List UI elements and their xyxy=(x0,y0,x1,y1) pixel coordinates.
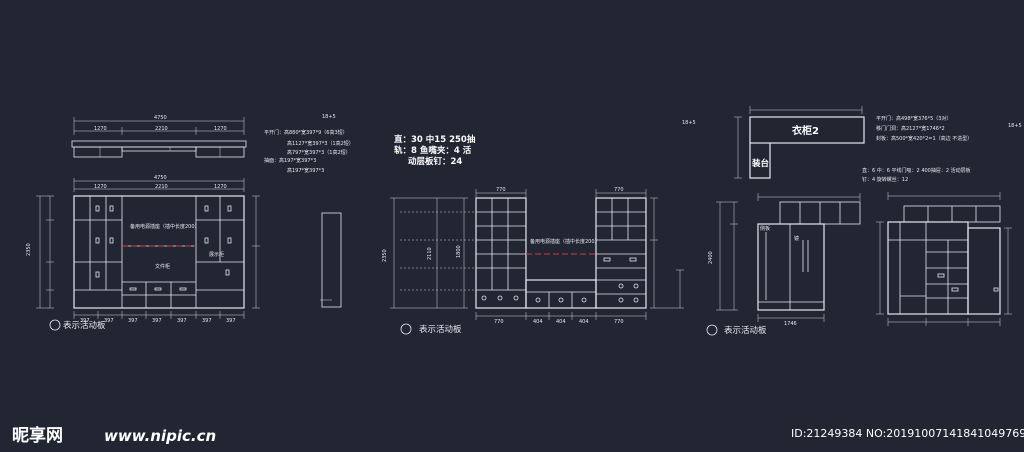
right-note-3: 封板：高500*宽420*2=1（高边 不造型） xyxy=(876,135,972,142)
svg-text:1270: 1270 xyxy=(214,126,227,132)
right-legend: 表示活动板 xyxy=(706,324,767,336)
middle-note-3: 动层板钉：24 xyxy=(408,156,462,167)
middle-cabinet-drawing: 770 770 备用电源插座（插中长度200） xyxy=(382,187,684,325)
svg-text:404: 404 xyxy=(579,319,589,325)
left-note-1: 平开门：高880*宽397*9（6高3短） xyxy=(264,129,348,136)
svg-text:2350: 2350 xyxy=(382,249,388,262)
svg-text:1746: 1746 xyxy=(784,321,797,327)
side-panel-small xyxy=(320,212,342,308)
right-lower-note-1: 直：6 中：6 平线门吸：2 400抽屉：2 活动层板 xyxy=(862,167,971,174)
right-sheet-mark: 18+5 xyxy=(1008,123,1022,129)
right-lower-note-2: 钉：4 旋转螺丝：12 xyxy=(862,176,908,183)
left-legend-text: 表示活动板 xyxy=(63,320,106,331)
left-cabinet-drawing: 4750 1270 2210 1270 4750 1270 2210 1270 xyxy=(26,115,260,324)
middle-note-1: 直：30 中15 250抽 xyxy=(394,134,476,145)
svg-text:404: 404 xyxy=(533,319,543,325)
watermark-url: www.nipic.cn xyxy=(104,427,216,445)
svg-text:770: 770 xyxy=(614,319,624,325)
left-legend-circle-icon xyxy=(49,319,61,331)
install-label: 装台 xyxy=(751,158,770,169)
middle-notes: 直：30 中15 250抽 轨：8 鱼嘴夹：4 活 动层板钉：24 xyxy=(394,134,476,167)
middle-legend-circle-icon xyxy=(400,323,412,335)
left-red-note: 备用电源插座（插中长度200） xyxy=(130,223,200,230)
far-right-cabinet-drawing xyxy=(876,192,1012,326)
svg-text:770: 770 xyxy=(614,187,624,193)
left-note-2: 高1127*宽397*3（1高2短） xyxy=(287,140,354,147)
mirror-label: 镜 xyxy=(794,235,799,242)
watermark-id: ID:21249384 NO:20191007141841049769 xyxy=(791,427,1024,440)
left-note-5: 高197*宽397*3 xyxy=(287,167,324,174)
svg-text:397: 397 xyxy=(226,318,236,324)
svg-text:397: 397 xyxy=(177,318,187,324)
right-note-1: 平开门：高498*宽376*5（3对） xyxy=(876,115,951,122)
wardrobe-title: 衣柜2 xyxy=(792,124,819,137)
svg-text:770: 770 xyxy=(496,187,506,193)
svg-text:2210: 2210 xyxy=(155,184,168,190)
svg-text:4750: 4750 xyxy=(154,115,167,121)
left-tv-label: 文件柜 xyxy=(155,263,170,270)
svg-text:1270: 1270 xyxy=(214,184,227,190)
side-board-label: 侧板 xyxy=(760,225,770,232)
svg-text:397: 397 xyxy=(80,318,90,324)
middle-sheet-mark: 18+5 xyxy=(682,120,696,126)
right-notes: 平开门：高498*宽376*5（3对） 移门门洞：高2127*宽1746*2 封… xyxy=(862,115,1022,183)
svg-text:397: 397 xyxy=(202,318,212,324)
left-note-3: 高797*宽397*3（1高2短） xyxy=(287,149,351,156)
svg-text:1800: 1800 xyxy=(456,245,462,258)
svg-text:1270: 1270 xyxy=(94,126,107,132)
svg-text:2350: 2350 xyxy=(26,243,32,256)
middle-legend-text: 表示活动板 xyxy=(419,324,462,335)
left-legend: 表示活动板 xyxy=(49,319,106,331)
left-note-4: 抽面：高197*宽397*3 xyxy=(264,157,316,164)
right-legend-text: 表示活动板 xyxy=(724,325,767,336)
svg-text:2110: 2110 xyxy=(427,247,433,260)
watermark: 昵享网 www.nipic.cn ID:21249384 NO:20191007… xyxy=(12,425,1024,446)
svg-text:770: 770 xyxy=(494,319,504,325)
svg-text:1270: 1270 xyxy=(94,184,107,190)
right-legend-circle-icon xyxy=(706,324,718,336)
middle-note-2: 轨：8 鱼嘴夹：4 活 xyxy=(394,145,472,156)
middle-legend: 表示活动板 xyxy=(400,323,462,335)
svg-text:397: 397 xyxy=(128,318,138,324)
svg-text:2210: 2210 xyxy=(155,126,168,132)
svg-text:397: 397 xyxy=(152,318,162,324)
svg-text:404: 404 xyxy=(556,319,566,325)
right-wardrobe-drawing: 衣柜2 装台 侧板 镜 2400 1746 xyxy=(708,106,865,327)
left-side-label: 展示柜 xyxy=(209,251,224,258)
left-sheet-mark: 18+5 xyxy=(322,114,336,120)
middle-red-note: 备用电源插座（插中长度200） xyxy=(530,238,600,245)
svg-text:4750: 4750 xyxy=(154,175,167,181)
watermark-logo: 昵享网 xyxy=(12,425,63,446)
left-notes: 18+5 平开门：高880*宽397*9（6高3短） 高1127*宽397*3（… xyxy=(264,114,354,174)
right-note-2: 移门门洞：高2127*宽1746*2 xyxy=(876,125,945,132)
svg-text:397: 397 xyxy=(104,318,114,324)
svg-text:2400: 2400 xyxy=(708,251,714,264)
